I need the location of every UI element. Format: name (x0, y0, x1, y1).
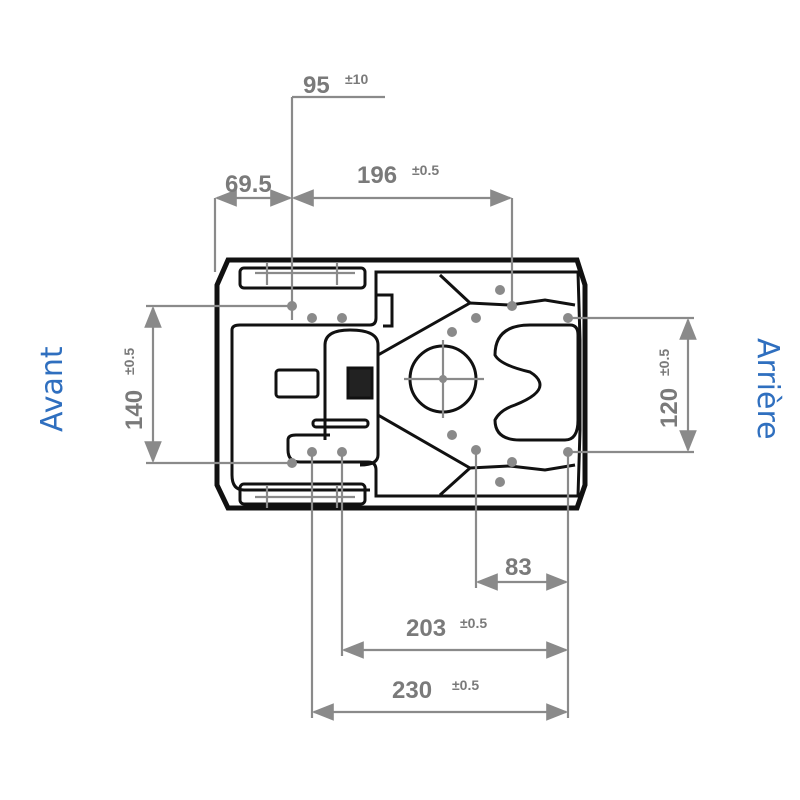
dim-196: 196 (357, 162, 397, 189)
dim-69-5: 69.5 (225, 171, 272, 198)
plate-outline (214, 257, 588, 511)
mounting-holes (255, 262, 573, 508)
dim-83: 83 (505, 554, 532, 581)
dimension-lines (144, 95, 697, 721)
dim-95-tol: ±10 (345, 71, 368, 87)
dim-230: 230 (392, 677, 432, 704)
dim-120: 120 (656, 388, 683, 428)
dim-203: 203 (406, 615, 446, 642)
dim-95: 95 (303, 72, 330, 99)
dim-140-tol: ±0.5 (121, 348, 137, 375)
dim-196-tol: ±0.5 (412, 162, 439, 178)
dim-203-tol: ±0.5 (460, 615, 487, 631)
dim-120-tol: ±0.5 (656, 349, 672, 376)
dim-230-tol: ±0.5 (452, 677, 479, 693)
rear-label: Arrière (750, 338, 785, 440)
dim-140: 140 (121, 390, 148, 430)
front-label: Avant (35, 346, 70, 432)
